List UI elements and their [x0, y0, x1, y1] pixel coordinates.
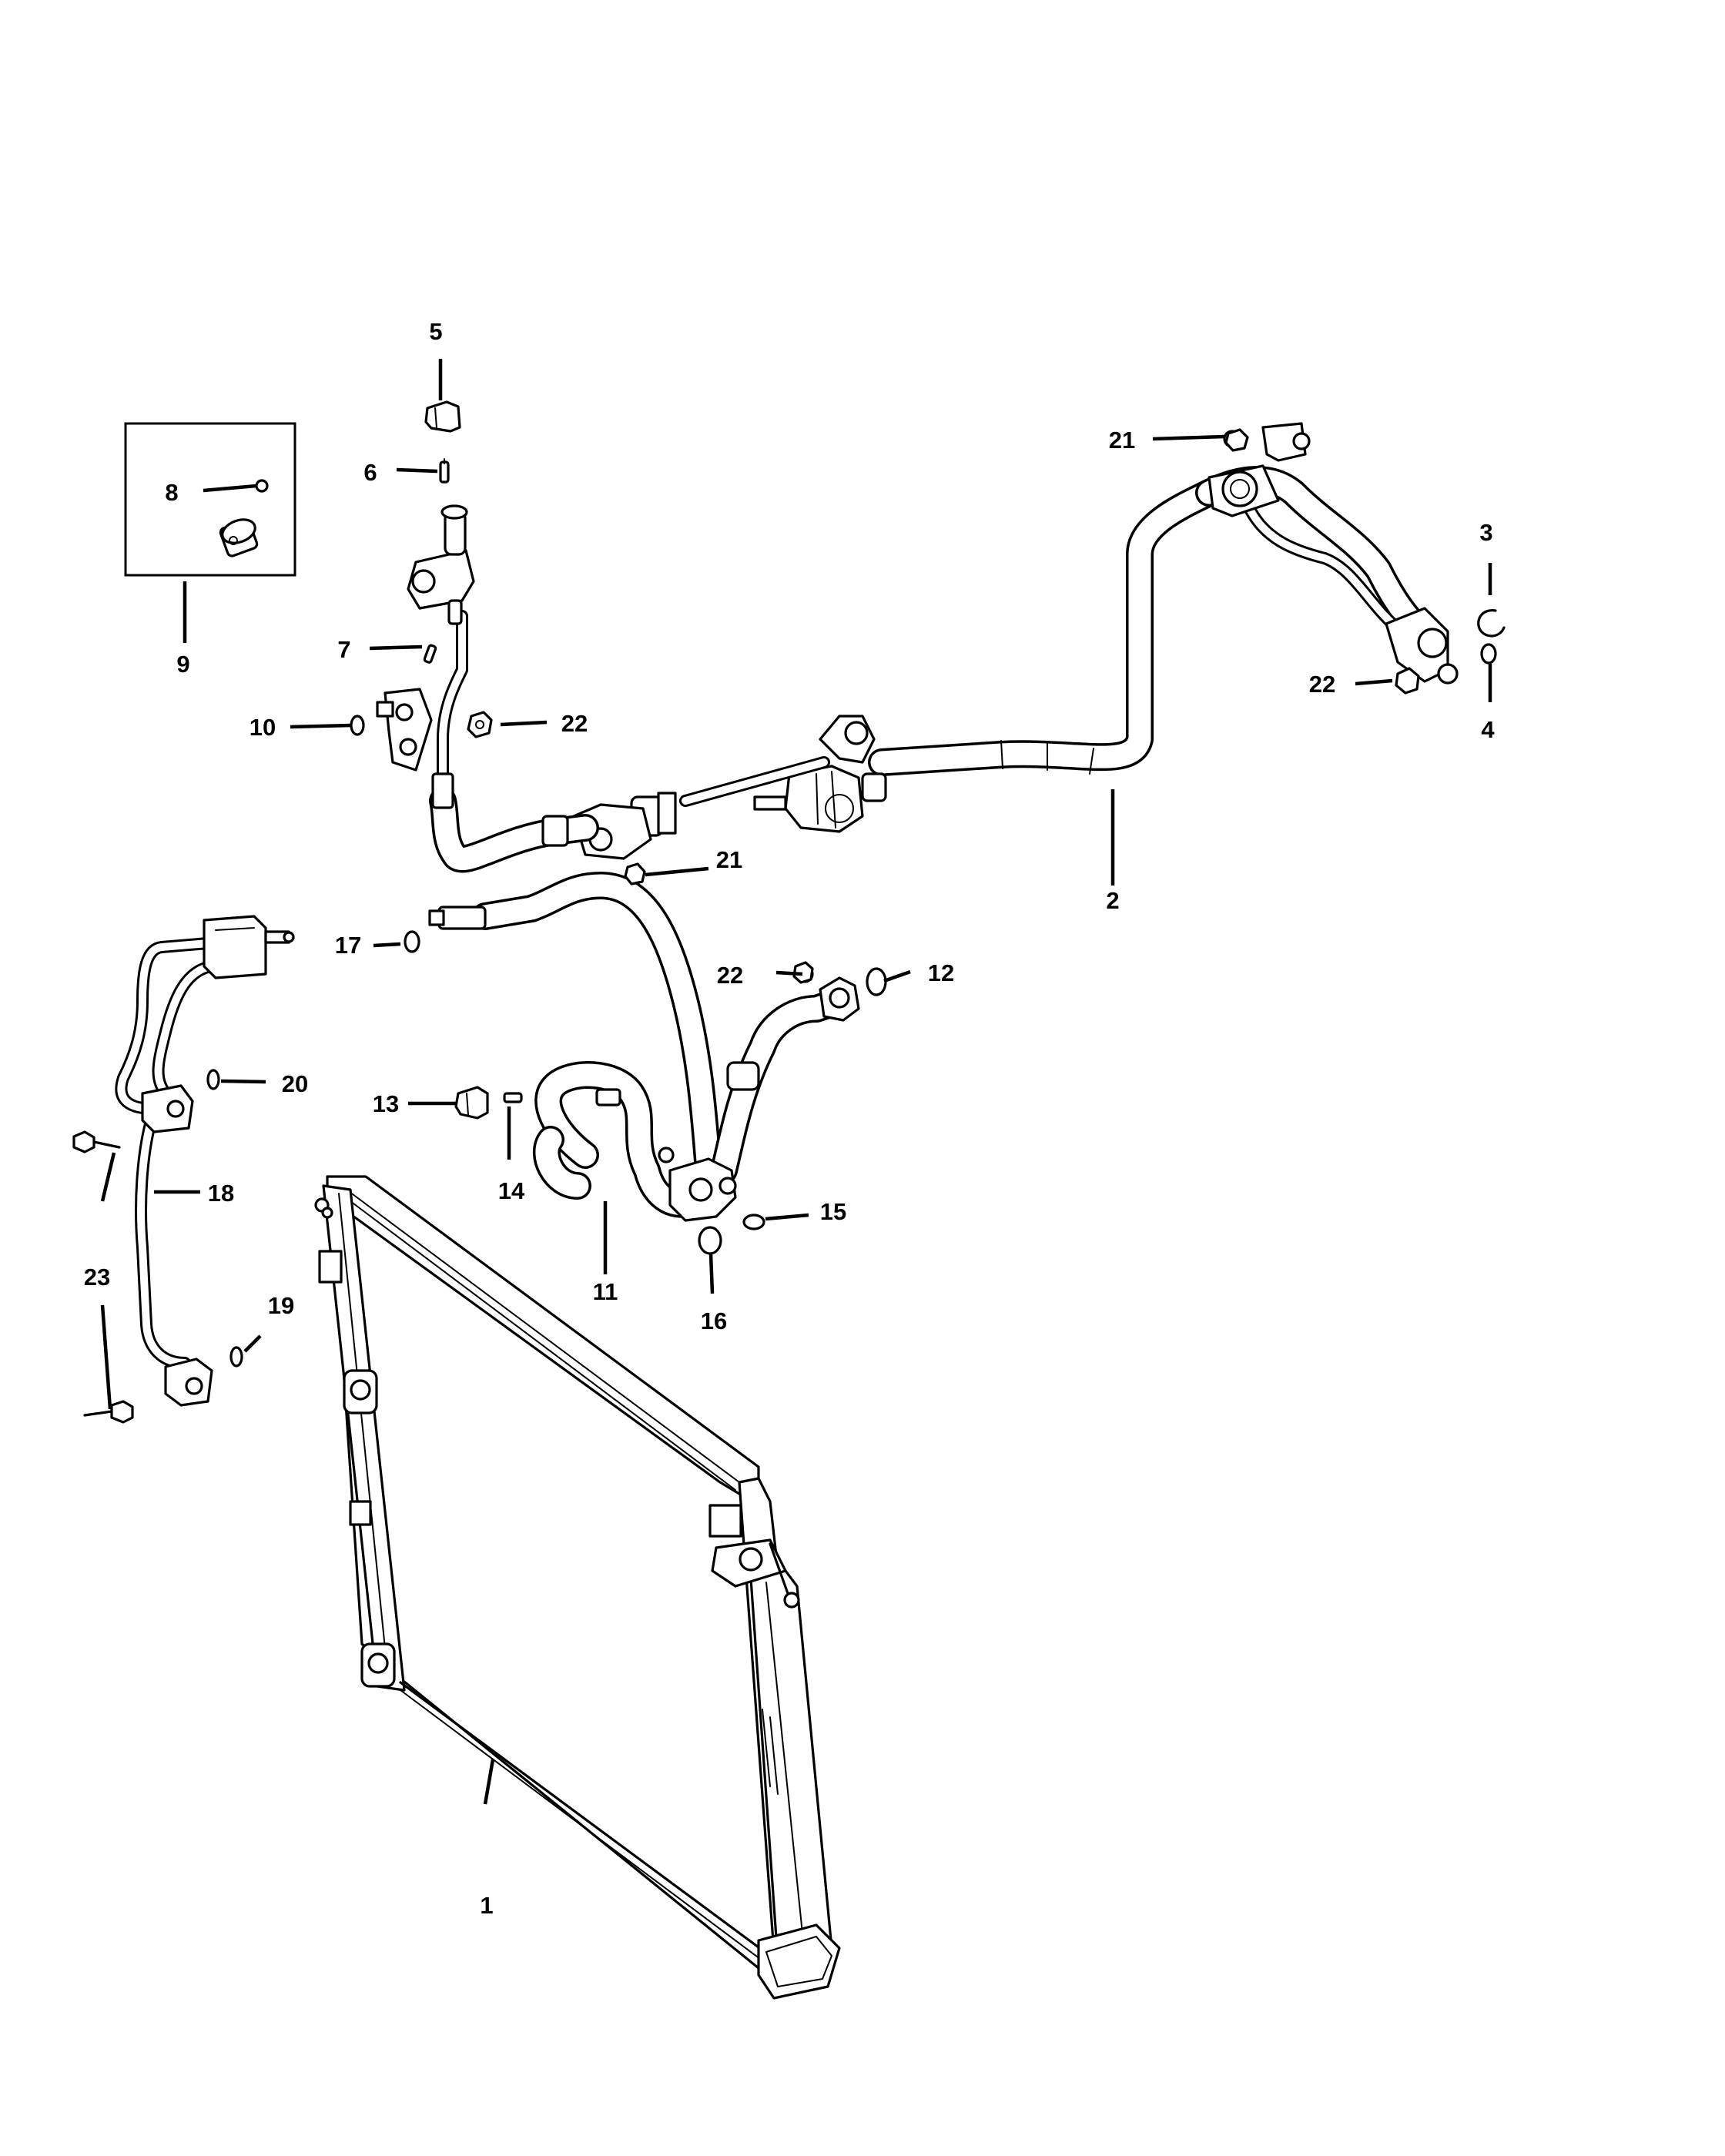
- callout-8: 8: [165, 479, 178, 506]
- callout-15: 15: [820, 1198, 846, 1225]
- callout-17: 17: [335, 932, 361, 959]
- callout-12: 12: [928, 959, 954, 986]
- callout-1: 1: [480, 1892, 493, 1919]
- callout-6: 6: [363, 459, 377, 486]
- condenser-part: [314, 1175, 841, 2000]
- callout-22-right: 22: [1309, 671, 1335, 698]
- callout-22-mid: 22: [717, 962, 743, 989]
- callout-5: 5: [429, 318, 442, 345]
- callout-18: 18: [208, 1180, 234, 1207]
- callout-16: 16: [701, 1307, 727, 1334]
- callout-7: 7: [337, 636, 350, 663]
- discharge-line-part: [428, 872, 860, 1222]
- callout-22-top: 22: [561, 710, 588, 737]
- callout-3: 3: [1479, 519, 1492, 546]
- suction-line-part: [376, 422, 1459, 873]
- callout-14: 14: [498, 1177, 525, 1204]
- callout-2: 2: [1106, 887, 1119, 914]
- callout-19: 19: [268, 1292, 294, 1319]
- callout-9: 9: [176, 651, 189, 678]
- callout-13: 13: [373, 1090, 399, 1117]
- callout-10: 10: [250, 714, 276, 741]
- callout-21-top: 21: [1109, 427, 1135, 454]
- liquid-line-part: [115, 915, 295, 1407]
- callout-11: 11: [593, 1278, 618, 1305]
- callout-4: 4: [1481, 716, 1495, 743]
- callout-23: 23: [84, 1264, 110, 1291]
- small-parts: [72, 400, 1506, 1424]
- callout-labels: 1 2 3 4 5 6 7 8 9 10 11 12 13 14 15 16 1…: [84, 318, 1496, 1919]
- callout-21-mid: 21: [716, 846, 742, 873]
- callout-20: 20: [282, 1070, 308, 1097]
- leader-lines: [100, 359, 1492, 1805]
- pressure-switch-kit-box: [124, 422, 296, 577]
